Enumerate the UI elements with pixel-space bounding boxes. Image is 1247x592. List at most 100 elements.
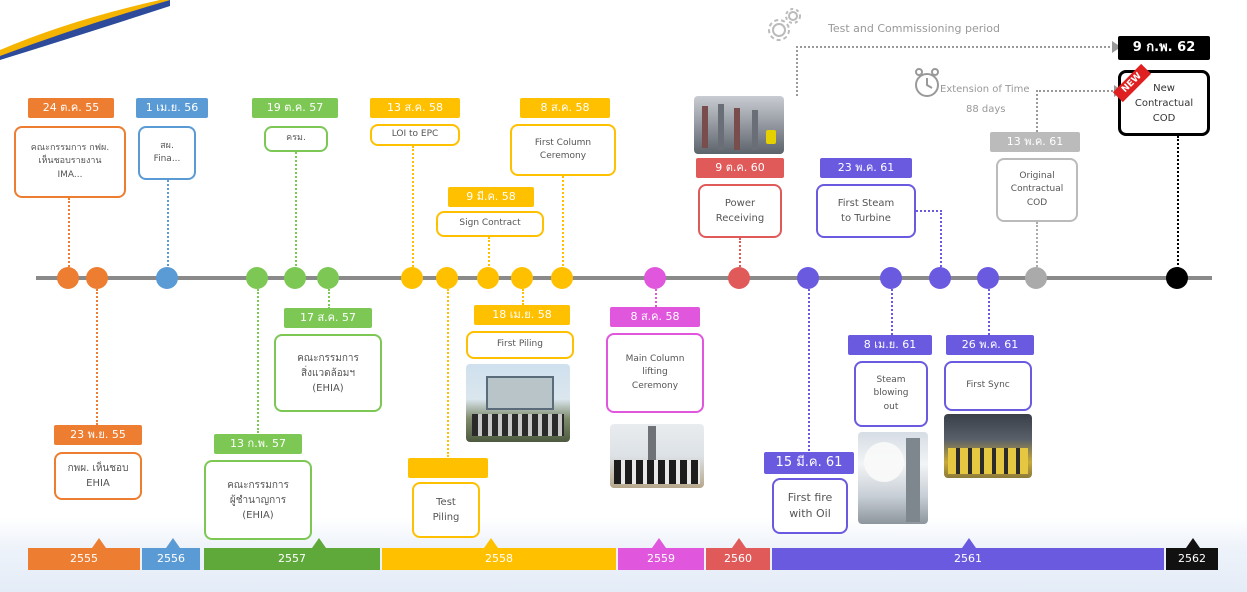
commissioning-drop (796, 46, 798, 96)
event-date-tag: 23 พ.ย. 55 (54, 425, 142, 445)
timeline-dot (284, 267, 306, 289)
year-2557: 2557 (204, 548, 380, 570)
event-date-tag: 13 ก.พ. 57 (214, 434, 302, 454)
event-connector (257, 289, 259, 433)
year-marker (962, 538, 976, 548)
event-connector (891, 289, 893, 335)
event-date-tag: 26 พ.ค. 61 (946, 335, 1034, 355)
event-card: Original Contractual COD (996, 158, 1078, 222)
event-connector (328, 289, 330, 309)
event-date-tag: 17 ส.ค. 57 (284, 308, 372, 328)
year-2555: 2555 (28, 548, 140, 570)
event-connector (562, 176, 564, 270)
event-card: First Sync (944, 361, 1032, 411)
event-connector (655, 289, 657, 307)
timeline-dot (977, 267, 999, 289)
main-column-photo (610, 424, 704, 488)
timeline-dot (1025, 267, 1047, 289)
event-date-tag: 8 เม.ย. 61 (848, 335, 932, 355)
year-marker (1186, 538, 1200, 548)
year-marker (92, 538, 106, 548)
timeline-dot (477, 267, 499, 289)
event-date-tag: 1 เม.ย. 56 (136, 98, 208, 118)
year-2559: 2559 (618, 548, 704, 570)
event-connector (916, 210, 942, 212)
corner-swoosh (0, 0, 170, 60)
timeline-dot (797, 267, 819, 289)
event-card: LOI to EPC (370, 124, 460, 146)
event-date-tag: 13 ส.ค. 58 (370, 98, 460, 118)
timeline-dot (929, 267, 951, 289)
extension-label-line2: 88 days (966, 104, 1006, 115)
timeline-dot (317, 267, 339, 289)
event-card: ครม. (264, 126, 328, 152)
year-2556: 2556 (142, 548, 200, 570)
event-card: สผ. Fina... (138, 126, 196, 180)
commissioning-line (796, 46, 1114, 48)
final-cod-connector (1177, 136, 1179, 272)
event-date-tag: 8 ส.ค. 58 (520, 98, 610, 118)
final-cod-dot (1166, 267, 1188, 289)
timeline-dot (57, 267, 79, 289)
event-date-tag: 19 ต.ค. 57 (252, 98, 338, 118)
event-date-tag: 9 มี.ค. 58 (448, 187, 534, 207)
event-connector (295, 152, 297, 270)
year-2561: 2561 (772, 548, 1164, 570)
event-card: Steam blowing out (854, 361, 928, 427)
event-card: Test Piling (412, 482, 480, 538)
event-card: คณะกรรมการ สิ่งแวดล้อมฯ (EHIA) (274, 334, 382, 412)
event-date-tag: 15 มี.ค. 61 (764, 452, 854, 474)
event-connector (739, 238, 741, 270)
event-card: คณะกรรมการ กฟผ. เห็นชอบรายงาน IMA... (14, 126, 126, 198)
extension-line (1036, 90, 1116, 92)
event-card: First Column Ceremony (510, 124, 616, 176)
test-commissioning-label: Test and Commissioning period (828, 22, 1001, 35)
year-2562: 2562 (1166, 548, 1218, 570)
extension-drop (1036, 90, 1038, 132)
event-date-tag: 9 ต.ค. 60 (696, 158, 784, 178)
first-sync-photo (944, 414, 1032, 478)
timeline-dot (511, 267, 533, 289)
timeline-dot (246, 267, 268, 289)
event-connector (940, 210, 942, 270)
event-card: คณะกรรมการ ผู้ชำนาญการ (EHIA) (204, 460, 312, 540)
gear-icon (768, 8, 801, 41)
event-connector (808, 289, 810, 451)
event-connector (988, 289, 990, 335)
timeline-dot (728, 267, 750, 289)
timeline-dot (401, 267, 423, 289)
steam-blowing-photo (858, 432, 928, 524)
event-date-tag (408, 458, 488, 478)
event-date-tag: 8 ส.ค. 58 (610, 307, 700, 327)
commissioning-arrow (1112, 41, 1121, 53)
event-date-tag: 13 พ.ค. 61 (990, 132, 1080, 152)
event-card: Main Column lifting Ceremony (606, 333, 704, 413)
event-date-tag: 23 พ.ค. 61 (820, 158, 912, 178)
timeline-dot (86, 267, 108, 289)
event-card: Power Receiving (698, 184, 782, 238)
year-marker (652, 538, 666, 548)
event-connector (68, 198, 70, 270)
timeline-dot (156, 267, 178, 289)
extension-label-line1: Extension of Time (940, 84, 1030, 95)
event-connector (412, 146, 414, 270)
final-cod-date: 9 ก.พ. 62 (1118, 36, 1210, 60)
timeline-dot (880, 267, 902, 289)
event-card: First fire with Oil (772, 478, 848, 534)
event-date-tag: 18 เม.ย. 58 (474, 305, 570, 325)
final-cod-card: New Contractual COD (1118, 70, 1210, 136)
year-2558: 2558 (382, 548, 616, 570)
event-connector (447, 289, 449, 457)
event-card: Sign Contract (436, 211, 544, 237)
event-connector (96, 289, 98, 425)
year-marker (312, 538, 326, 548)
timeline-dot (551, 267, 573, 289)
timeline-dot (436, 267, 458, 289)
year-marker (166, 538, 180, 548)
event-card: First Steam to Turbine (816, 184, 916, 238)
clock-icon (915, 68, 939, 97)
timeline-axis (36, 276, 1212, 280)
event-card: First Piling (466, 331, 574, 359)
event-date-tag: 24 ต.ค. 55 (28, 98, 114, 118)
event-connector (488, 237, 490, 270)
